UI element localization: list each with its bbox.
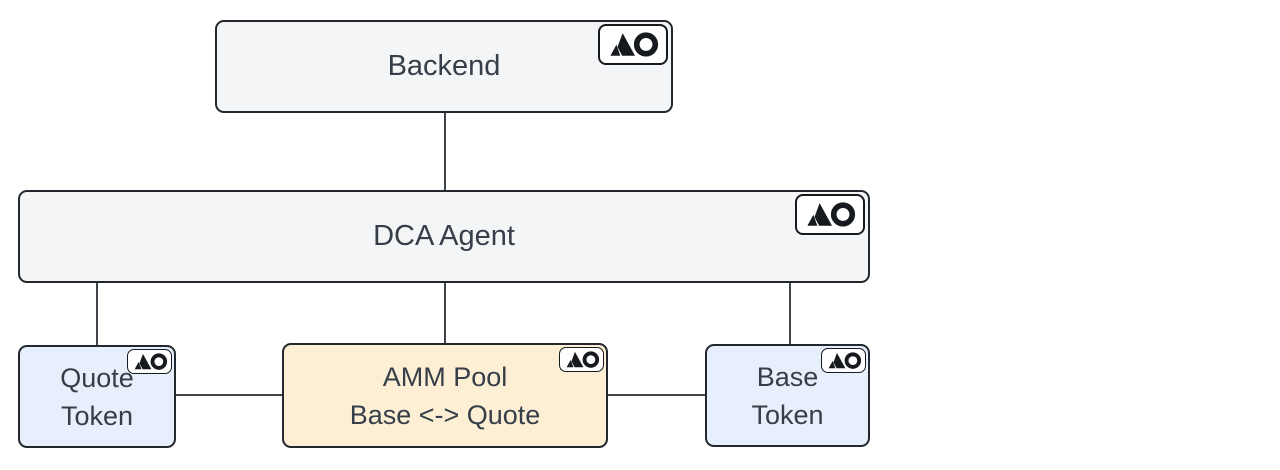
edge-amm-pool-base-token [607, 394, 706, 396]
edge-dca-amm-pool [444, 283, 446, 344]
node-quote-token-label: Quote Token [60, 362, 134, 431]
node-base-token: Base Token [705, 344, 870, 447]
ao-logo-icon [559, 347, 604, 372]
node-quote-token: Quote Token [18, 345, 176, 448]
ao-logo-icon [821, 348, 866, 373]
node-backend-label: Backend [387, 50, 501, 83]
ao-logo-icon [795, 194, 865, 235]
node-dca-agent: DCA Agent [18, 190, 870, 283]
node-dca-agent-label: DCA Agent [373, 220, 515, 253]
node-base-token-label: Base Token [751, 361, 824, 430]
ao-logo-icon [598, 24, 668, 65]
edge-backend-dca [444, 113, 446, 191]
ao-logo-icon [127, 349, 172, 374]
edge-dca-base-token [789, 283, 791, 345]
node-backend: Backend [215, 20, 673, 113]
edge-quote-token-amm-pool [176, 394, 283, 396]
node-amm-pool-label: AMM Pool Base <-> Quote [349, 361, 541, 430]
node-amm-pool: AMM Pool Base <-> Quote [282, 343, 608, 448]
edge-dca-quote-token [96, 283, 98, 346]
